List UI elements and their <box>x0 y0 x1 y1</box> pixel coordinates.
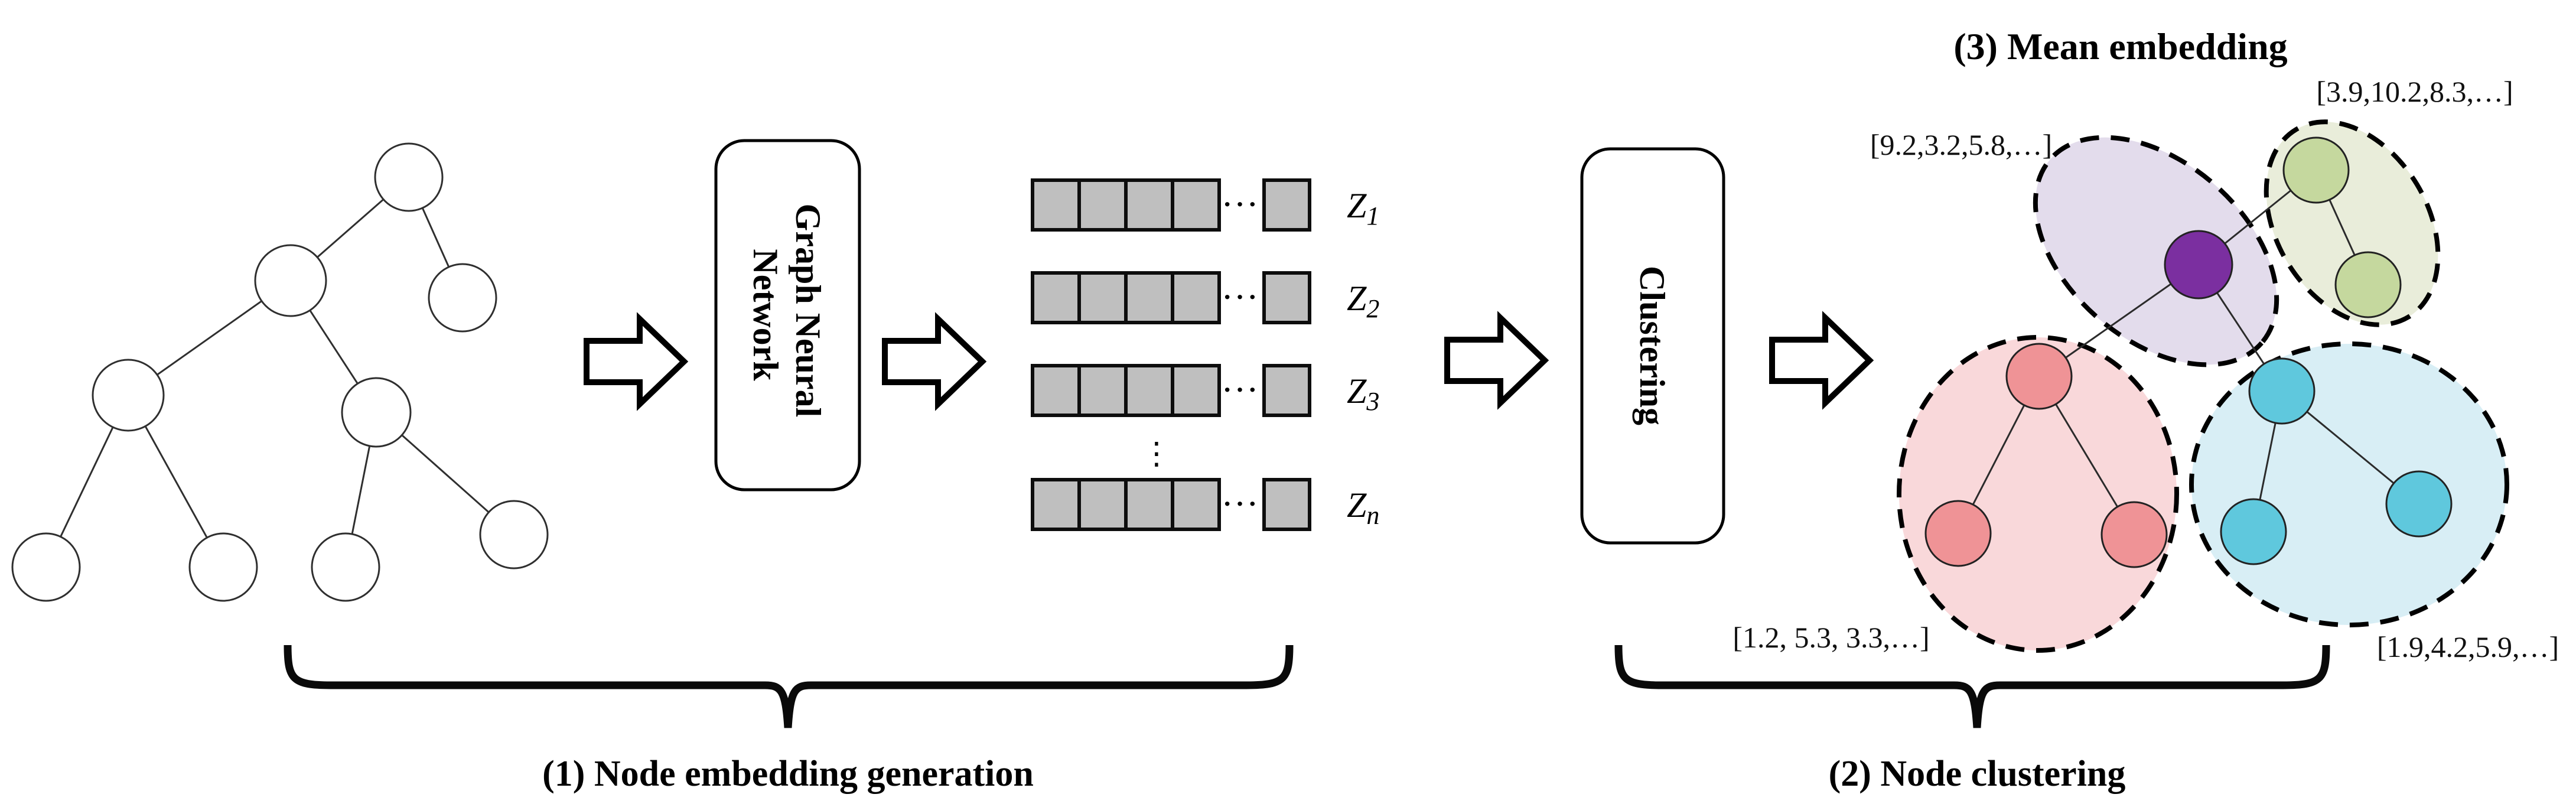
step2-brace <box>1614 644 2330 728</box>
embedding-cell <box>1171 178 1221 232</box>
gnn-box-label: Graph Neural Network <box>746 204 828 427</box>
graph-node <box>428 263 497 333</box>
cluster-hull-red <box>1897 335 2179 653</box>
mean-node-purple <box>2164 230 2233 300</box>
embedding-inline-dots: ··· <box>1223 375 1261 405</box>
clustering-box-outline <box>1580 147 1725 545</box>
embedding-cell <box>1124 364 1174 417</box>
embedding-row-label: Z2 <box>1347 279 1379 323</box>
z-symbol: Z <box>1347 186 1367 225</box>
input-graph-nodes <box>11 142 549 602</box>
embedding-cell <box>1077 364 1128 417</box>
cluster-node-red <box>2005 343 2073 410</box>
gnn-box-label-line2: Network <box>746 249 785 381</box>
step3-caption: (3) Mean embedding <box>1953 25 2287 67</box>
embedding-inline-dots: ··· <box>1223 189 1261 219</box>
clustering-box-label: Clustering <box>1633 266 1672 425</box>
gnn-box-outline <box>714 139 861 491</box>
mean-embedding-label-purple: [9.2,3.2,5.8,…] <box>1870 128 2052 161</box>
embedding-row-2: ··· Z2 <box>1031 271 1379 324</box>
embedding-cell <box>1171 271 1221 324</box>
embedding-row-label: Zn <box>1347 486 1379 530</box>
embedding-cell <box>1077 271 1128 324</box>
mean-embedding-label-red: [1.2, 5.3, 3.3,…] <box>1732 621 1929 654</box>
cluster-nodes <box>1924 136 2453 568</box>
embedding-inline-dots: ··· <box>1223 282 1261 312</box>
z-symbol: Z <box>1347 279 1367 318</box>
flow-arrow-3 <box>1444 311 1549 410</box>
clustering-box-label-line: Clustering <box>1633 266 1672 425</box>
embedding-cell <box>1031 271 1081 324</box>
step1-brace <box>284 644 1294 728</box>
embedding-cell <box>1262 478 1311 531</box>
graph-node <box>479 500 549 569</box>
z-subscript: 2 <box>1366 294 1379 323</box>
z-symbol: Z <box>1347 486 1367 525</box>
z-subscript: 3 <box>1366 387 1379 416</box>
gnn-box-label-line1: Graph Neural <box>789 204 828 418</box>
z-subscript: n <box>1366 501 1379 530</box>
graph-node <box>11 532 81 602</box>
embedding-cell <box>1262 178 1311 232</box>
embedding-cell <box>1077 478 1128 531</box>
step2-caption: (2) Node clustering <box>1829 754 2126 794</box>
embedding-cell <box>1124 478 1174 531</box>
flow-arrow-4 <box>1769 311 1874 410</box>
embedding-row-n: ··· Zn <box>1031 478 1379 531</box>
embedding-cell <box>1077 178 1128 232</box>
clustering-box: Clustering <box>1580 147 1725 545</box>
input-graph <box>11 142 549 602</box>
embedding-vertical-dots: ⋮ <box>1141 436 1172 471</box>
cluster-hull-cyan <box>2189 341 2509 627</box>
graph-node <box>341 377 412 448</box>
embedding-row-label: Z3 <box>1347 372 1379 416</box>
step1-caption: (1) Node embedding generation <box>542 754 1034 794</box>
embedding-cell <box>1124 178 1174 232</box>
embedding-cell <box>1124 271 1174 324</box>
mean-embedding-label-cyan: [1.9,4.2,5.9,…] <box>2377 630 2559 663</box>
flow-arrow-2 <box>882 312 987 411</box>
flow-arrow-1 <box>584 312 689 411</box>
cluster-node-red <box>2100 501 2168 568</box>
embedding-cell <box>1031 364 1081 417</box>
cluster-graph: [9.2,3.2,5.8,…] [3.9,10.2,8.3,…] [1.2, 5… <box>1732 75 2559 663</box>
z-symbol: Z <box>1347 372 1367 411</box>
embedding-cell <box>1031 478 1081 531</box>
embedding-row-label: Z1 <box>1347 186 1379 230</box>
graph-node <box>311 532 380 602</box>
graph-node <box>92 359 165 432</box>
embedding-cell <box>1262 364 1311 417</box>
embedding-inline-dots: ··· <box>1223 489 1261 519</box>
graph-node <box>254 244 327 317</box>
graph-node <box>374 142 444 212</box>
cluster-node-cyan <box>2248 357 2316 425</box>
cluster-node-green <box>2282 136 2350 204</box>
embedding-row-3: ··· Z3 <box>1031 364 1379 417</box>
cluster-node-cyan <box>2220 498 2287 565</box>
embedding-matrix: ··· Z1 ··· Z2 ··· Z3 ⋮ <box>1031 178 1379 531</box>
mean-embedding-label-green: [3.9,10.2,8.3,…] <box>2316 75 2513 108</box>
embedding-cell <box>1031 178 1081 232</box>
z-subscript: 1 <box>1366 201 1379 230</box>
cluster-node-green <box>2334 251 2402 318</box>
cluster-node-red <box>1924 500 1992 567</box>
gnn-box: Graph Neural Network <box>714 139 861 491</box>
embedding-cell <box>1262 271 1311 324</box>
graph-node <box>188 532 258 602</box>
cluster-node-cyan <box>2385 470 2453 538</box>
embedding-cell <box>1171 478 1221 531</box>
embedding-cell <box>1171 364 1221 417</box>
embedding-row-1: ··· Z1 <box>1031 178 1379 232</box>
